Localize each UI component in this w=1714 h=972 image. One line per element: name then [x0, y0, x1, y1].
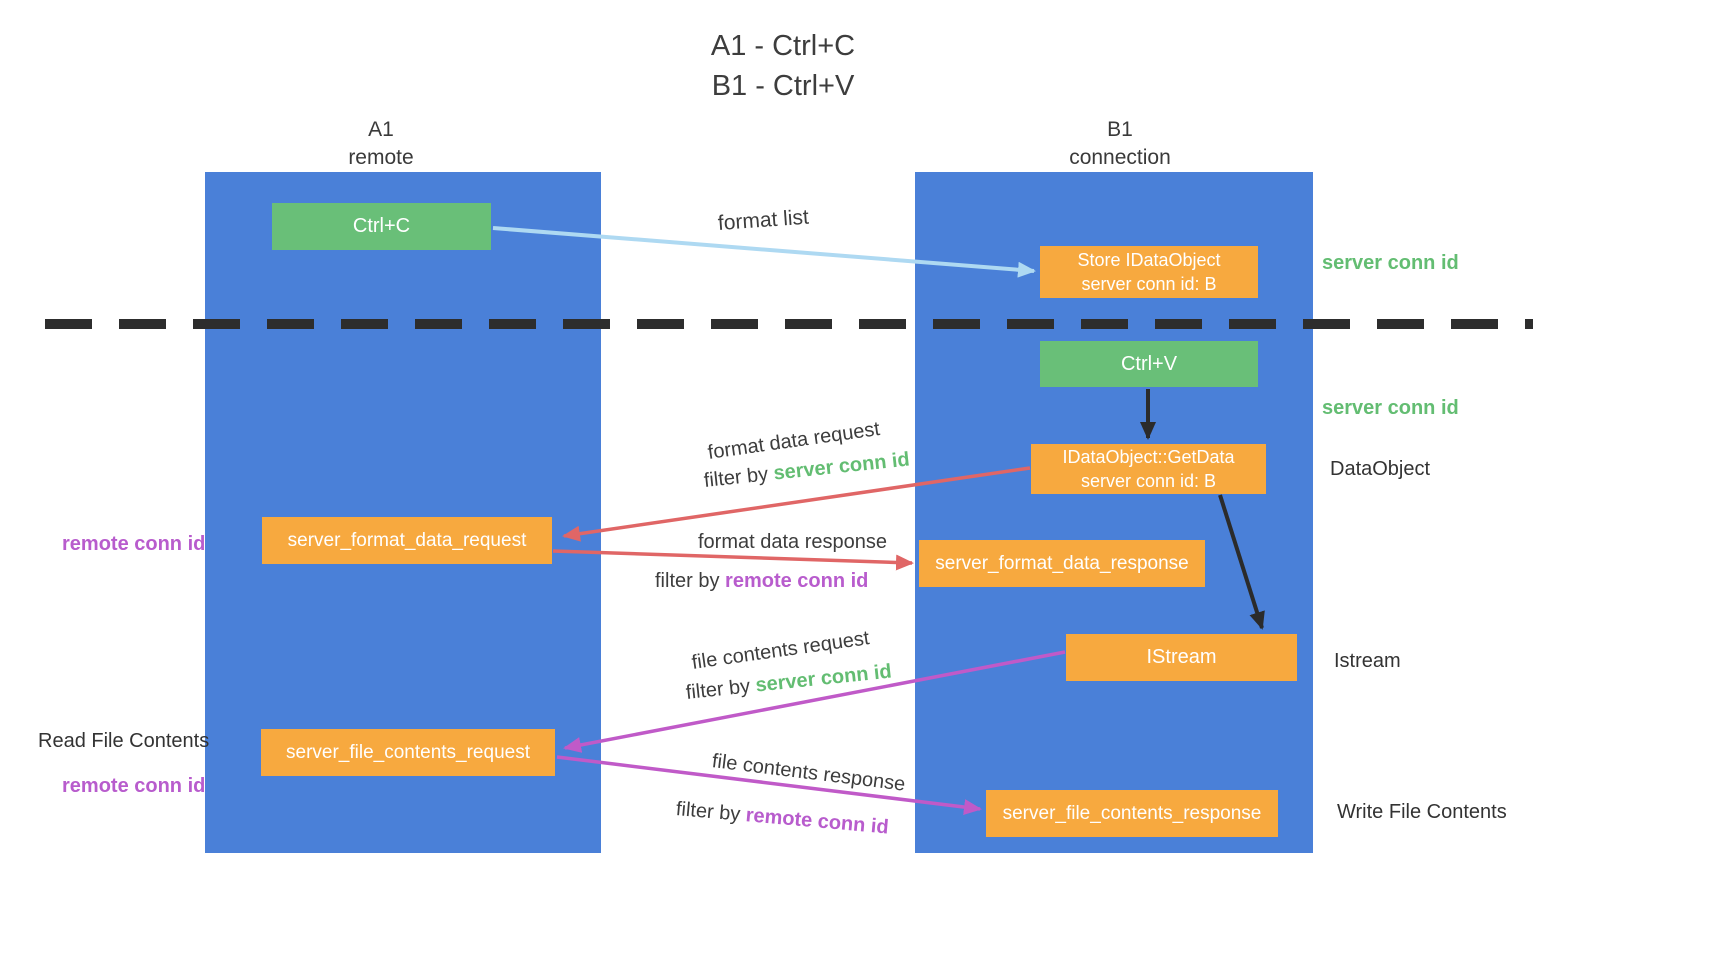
annotation-server-conn-id-2: server conn id: [1322, 397, 1459, 419]
annotation-write-file-contents: Write File Contents: [1337, 801, 1507, 823]
title-line-1: A1 - Ctrl+C: [710, 30, 856, 62]
lane-header-b1: B1 connection: [1010, 116, 1230, 172]
annotation-istream: Istream: [1334, 650, 1401, 672]
filter-key-remote-conn-id-2: remote conn id: [744, 804, 890, 839]
node-istream-label: IStream: [1146, 646, 1217, 668]
label-file-contents-response: file contents response: [710, 750, 907, 796]
node-idataobject-getdata: IDataObject::GetData server conn id: B: [1031, 444, 1266, 494]
phase-divider: [45, 319, 1533, 329]
filter-key-server-conn-id-2: server conn id: [754, 660, 893, 697]
filter-prefix-1: filter by: [702, 463, 770, 492]
node-server-file-contents-request-label: server_file_contents_request: [286, 741, 530, 763]
node-ctrl-v-label: Ctrl+V: [1120, 352, 1178, 375]
filter-prefix-3: filter by: [684, 675, 752, 704]
label-filter-format-data-response: filter by remote conn id: [655, 570, 868, 593]
node-server-file-contents-request: server_file_contents_request: [261, 729, 555, 776]
filter-key-remote-conn-id-1: remote conn id: [725, 570, 869, 592]
annotation-remote-conn-id-2: remote conn id: [62, 775, 206, 797]
label-format-list: format list: [717, 205, 810, 235]
node-istream: IStream: [1066, 634, 1297, 681]
annotation-read-file-contents: Read File Contents: [38, 730, 210, 752]
node-idataobject-getdata-line2: server conn id: B: [1080, 471, 1217, 491]
lane-a1-subtitle: remote: [348, 146, 414, 169]
node-store-idataobject-line1: Store IDataObject: [1077, 250, 1221, 270]
node-server-format-data-request-label: server_format_data_request: [287, 529, 527, 551]
annotation-dataobject: DataObject: [1330, 458, 1431, 480]
node-server-format-data-request: server_format_data_request: [262, 517, 552, 564]
title-line-2: B1 - Ctrl+V: [711, 70, 855, 102]
node-ctrl-c-label: Ctrl+C: [352, 215, 411, 237]
annotation-server-conn-id-1: server conn id: [1322, 252, 1459, 274]
filter-prefix-2: filter by: [655, 570, 720, 592]
filter-prefix-4: filter by: [675, 798, 742, 826]
node-ctrl-v: Ctrl+V: [1040, 341, 1258, 387]
node-idataobject-getdata-line1: IDataObject::GetData: [1062, 447, 1235, 467]
node-server-file-contents-response-label: server_file_contents_response: [1002, 802, 1262, 824]
lane-a1-title: A1: [368, 118, 394, 141]
lane-header-a1: A1 remote: [271, 116, 491, 172]
node-server-file-contents-response: server_file_contents_response: [986, 790, 1278, 837]
node-server-format-data-response-label: server_format_data_response: [935, 552, 1189, 574]
node-store-idataobject: Store IDataObject server conn id: B: [1040, 246, 1258, 298]
diagram-title: A1 - Ctrl+C B1 - Ctrl+V: [533, 26, 1033, 106]
label-format-data-response: format data response: [698, 531, 887, 553]
node-ctrl-c: Ctrl+C: [272, 203, 491, 250]
node-server-format-data-response: server_format_data_response: [919, 540, 1205, 587]
filter-key-server-conn-id-1: server conn id: [772, 448, 911, 485]
node-store-idataobject-line2: server conn id: B: [1081, 274, 1217, 294]
lane-b1-subtitle: connection: [1069, 146, 1171, 169]
annotation-remote-conn-id-1: remote conn id: [62, 533, 206, 555]
label-filter-file-contents-response: filter by remote conn id: [675, 798, 890, 840]
lane-b1-title: B1: [1107, 118, 1133, 141]
